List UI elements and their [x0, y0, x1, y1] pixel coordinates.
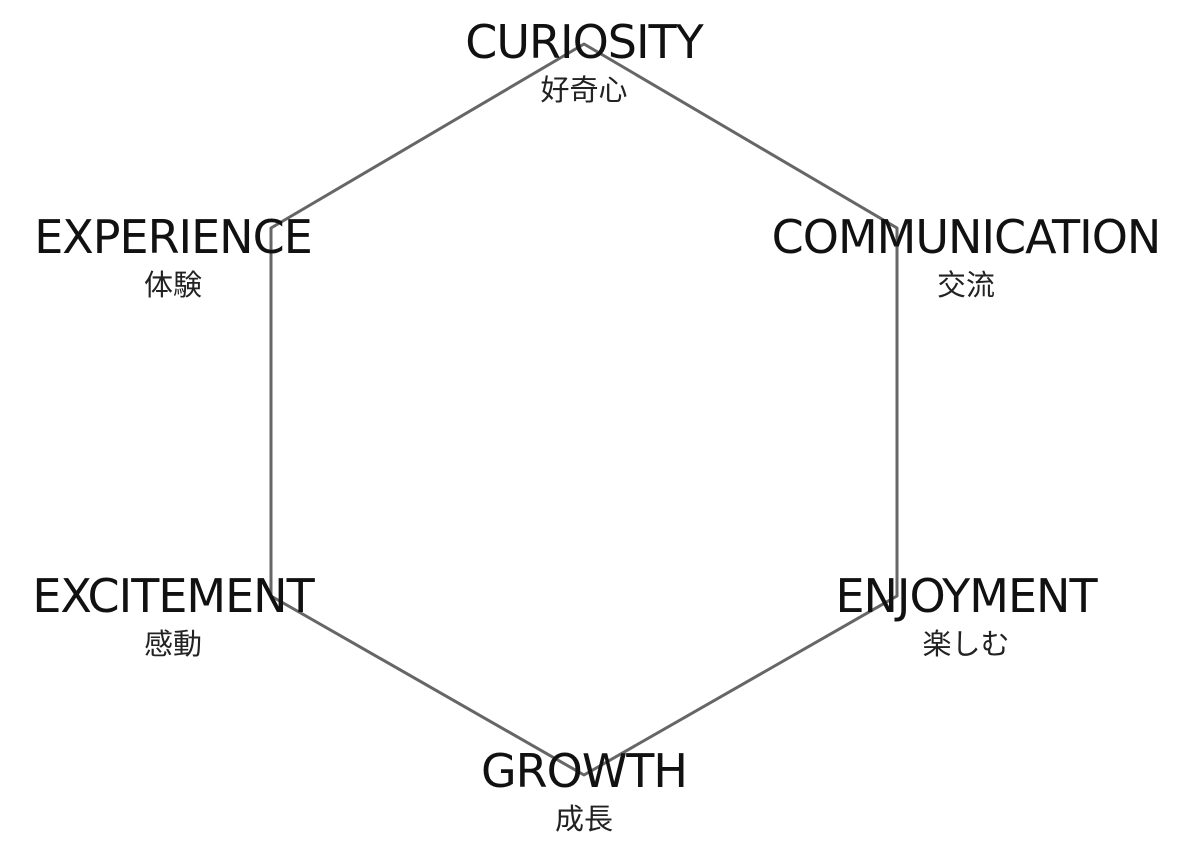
node-label-ja: 交流 [936, 268, 995, 302]
node-label-ja: 感動 [143, 627, 202, 661]
hexagon-outline [269, 42, 899, 777]
node-enjoyment: ENJOYMENT 楽しむ [726, 568, 1200, 664]
node-label-en: EXCITEMENT [32, 569, 314, 623]
node-label-ja: 楽しむ [922, 627, 1010, 661]
node-label-en: CURIOSITY [465, 15, 704, 69]
node-growth: GROWTH 成長 [344, 743, 824, 839]
node-curiosity: CURIOSITY 好奇心 [344, 14, 824, 110]
node-communication: COMMUNICATION 交流 [726, 209, 1200, 305]
node-label-en: EXPERIENCE [34, 210, 313, 264]
node-label-ja: 好奇心 [540, 73, 628, 107]
node-label-ja: 成長 [554, 802, 613, 836]
node-label-ja: 体験 [143, 268, 202, 302]
node-excitement: EXCITEMENT 感動 [0, 568, 413, 664]
node-label-en: COMMUNICATION [771, 210, 1162, 264]
node-experience: EXPERIENCE 体験 [0, 209, 413, 305]
node-label-en: ENJOYMENT [835, 569, 1097, 623]
node-label-en: GROWTH [481, 744, 688, 798]
